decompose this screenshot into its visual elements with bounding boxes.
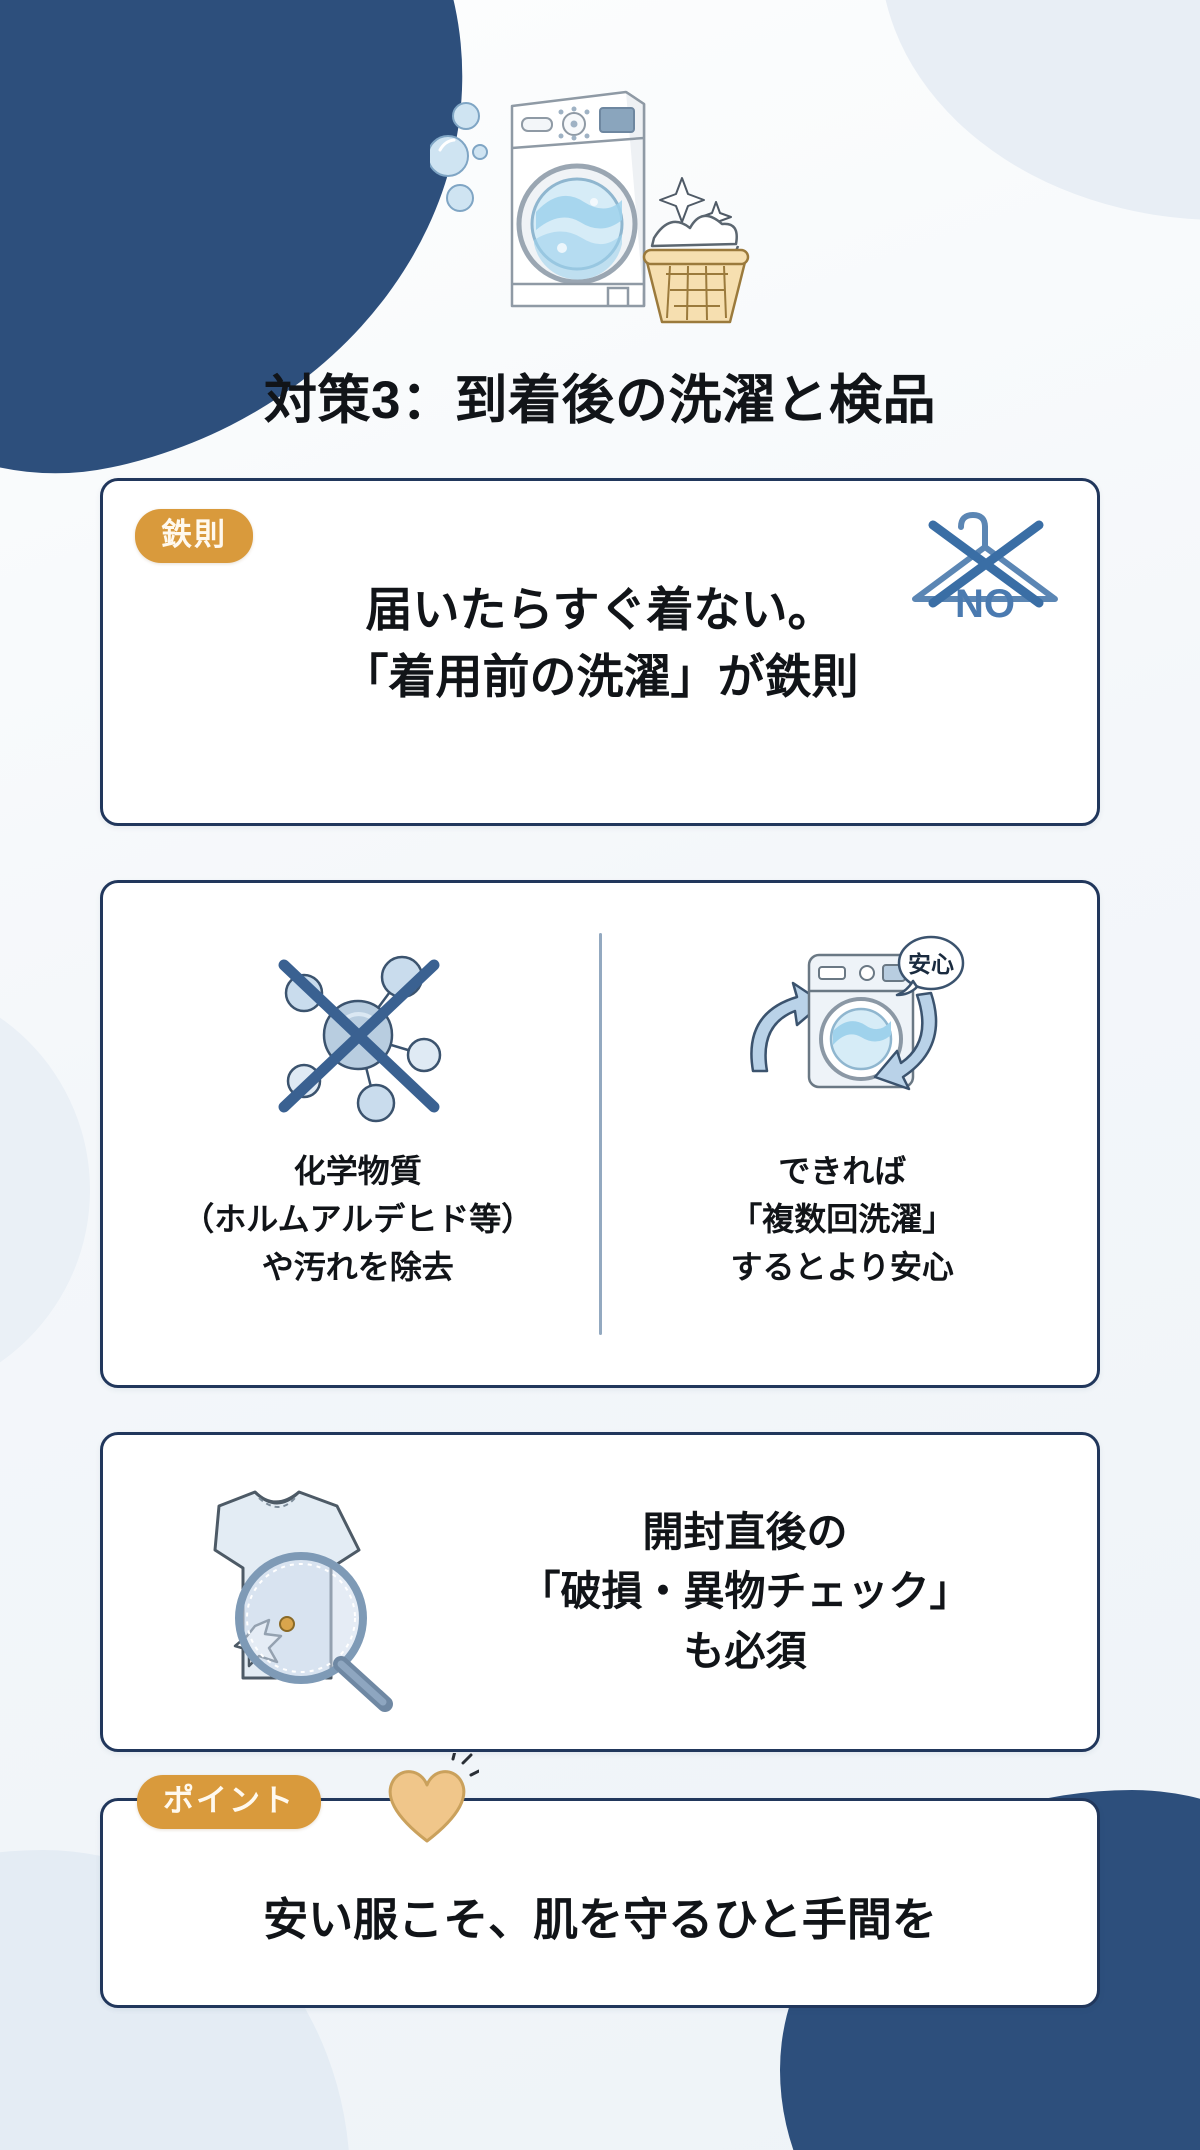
chemicals-line-1: 化学物質 [293,1153,422,1189]
rule-card: 鉄則 NO 届いたらすぐ着ない。 「着用前の洗濯」が鉄則 [100,478,1100,826]
column-chemicals: 化学物質 （ホルムアルデヒド等） や汚れを除去 [117,911,599,1357]
inspection-line-3: も必須 [683,1627,807,1674]
rule-line-1: 届いたらすぐ着ない。 [365,583,835,636]
chemical-molecule-crossed-out-icon [278,955,441,1123]
badge-rule: 鉄則 [135,509,253,563]
tshirt-with-magnifier-icon [213,1490,393,1712]
no-hanger-label: NO [955,582,1015,626]
badge-point: ポイント [137,1775,321,1829]
inspection-card: 開封直後の 「破損・異物チェック」 も必須 [100,1432,1100,1752]
inspection-line-1: 開封直後の [642,1508,848,1555]
inspection-line-2: 「破損・異物チェック」 [519,1568,971,1615]
chemicals-art [248,927,468,1143]
column-rewash: 安心 できれば 「複数回洗濯」 するとより安心 [602,911,1084,1357]
chemicals-line-2: （ホルムアルデヒド等） [182,1201,534,1237]
point-text: 安い服こそ、肌を守るひと手間を [263,1893,937,1945]
two-column-card: 化学物質 （ホルムアルデヒド等） や汚れを除去 [100,880,1100,1388]
rewash-art: 安心 [717,927,967,1143]
heart-icon [388,1753,479,1843]
inspection-text: 開封直後の 「破損・異物チェック」 も必須 [423,1503,1067,1681]
washing-machine-icon [430,90,750,324]
hero-illustration [100,54,1100,354]
rewash-line-1: できれば [778,1153,907,1189]
chemicals-caption: 化学物質 （ホルムアルデヒド等） や汚れを除去 [182,1147,533,1291]
column-divider [598,933,602,1335]
page-title: 対策3：到着後の洗濯と検品 [264,371,936,430]
rule-line-2: 「着用前の洗濯」が鉄則 [341,649,859,703]
rewash-caption: できれば 「複数回洗濯」 するとより安心 [730,1147,954,1291]
content-column: 対策3：到着後の洗濯と検品 鉄則 NO 届いたらすぐ着ない。 「着用前の洗濯」が… [0,54,1200,2008]
no-hanger-icon: NO [912,511,1058,626]
point-card: ポイント 安い服こそ、肌を守るひと手間を [100,1753,1100,2008]
rewash-bubble-label: 安心 [908,951,954,977]
chemicals-line-3: や汚れを除去 [261,1249,454,1285]
inspection-art [123,1472,423,1712]
rewash-line-2: 「複数回洗濯」 [730,1201,955,1237]
washing-machine-repeat-cycle-icon: 安心 [750,935,965,1091]
rewash-line-3: するとより安心 [730,1249,954,1285]
rule-text: 届いたらすぐ着ない。 「着用前の洗濯」が鉄則 [143,577,1057,710]
